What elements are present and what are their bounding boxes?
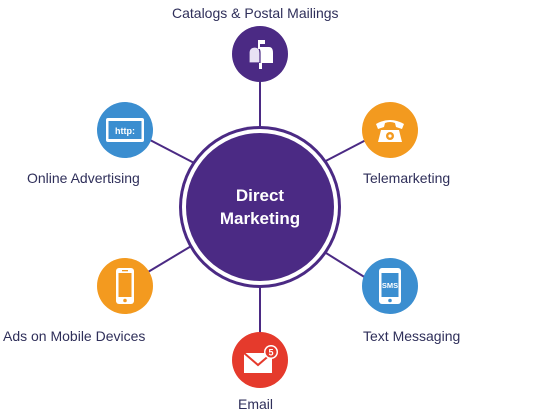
telemarketing-label: Telemarketing bbox=[363, 170, 451, 186]
direct-marketing-hub: Direct Marketing bbox=[186, 133, 334, 281]
text-messaging-label: Text Messaging bbox=[363, 328, 461, 344]
mobile-ads-node bbox=[97, 258, 153, 314]
email-label: Email bbox=[238, 396, 274, 412]
email-node: 5 bbox=[232, 332, 288, 388]
text-messaging-node: SMS bbox=[362, 258, 418, 314]
catalogs-node bbox=[232, 26, 288, 82]
http-text: http: bbox=[115, 126, 135, 136]
hub-title-line-2: Marketing bbox=[219, 209, 301, 228]
browser-http-icon: http: bbox=[106, 118, 144, 142]
connector-mobile-ads bbox=[147, 241, 199, 273]
mobile-ads-label: Ads on Mobile Devices bbox=[3, 328, 146, 344]
mobile-phone-icon bbox=[116, 268, 134, 304]
telephone-icon bbox=[376, 120, 404, 142]
connector-online-advertising bbox=[149, 139, 199, 166]
online-advertising-label: Online Advertising bbox=[27, 170, 140, 186]
telemarketing-node bbox=[362, 102, 418, 158]
envelope-icon: 5 bbox=[243, 345, 278, 373]
catalogs-label: Catalogs & Postal Mailings bbox=[172, 5, 339, 21]
sms-text: SMS bbox=[382, 281, 398, 290]
connector-telemarketing bbox=[317, 139, 367, 166]
online-advertising-node: http: bbox=[97, 102, 153, 158]
hub-title-line-1: Direct bbox=[235, 186, 285, 205]
sms-phone-icon: SMS bbox=[379, 268, 401, 304]
email-badge-count: 5 bbox=[268, 348, 273, 358]
connector-text-messaging bbox=[317, 247, 367, 279]
mailbox-icon bbox=[248, 40, 273, 69]
